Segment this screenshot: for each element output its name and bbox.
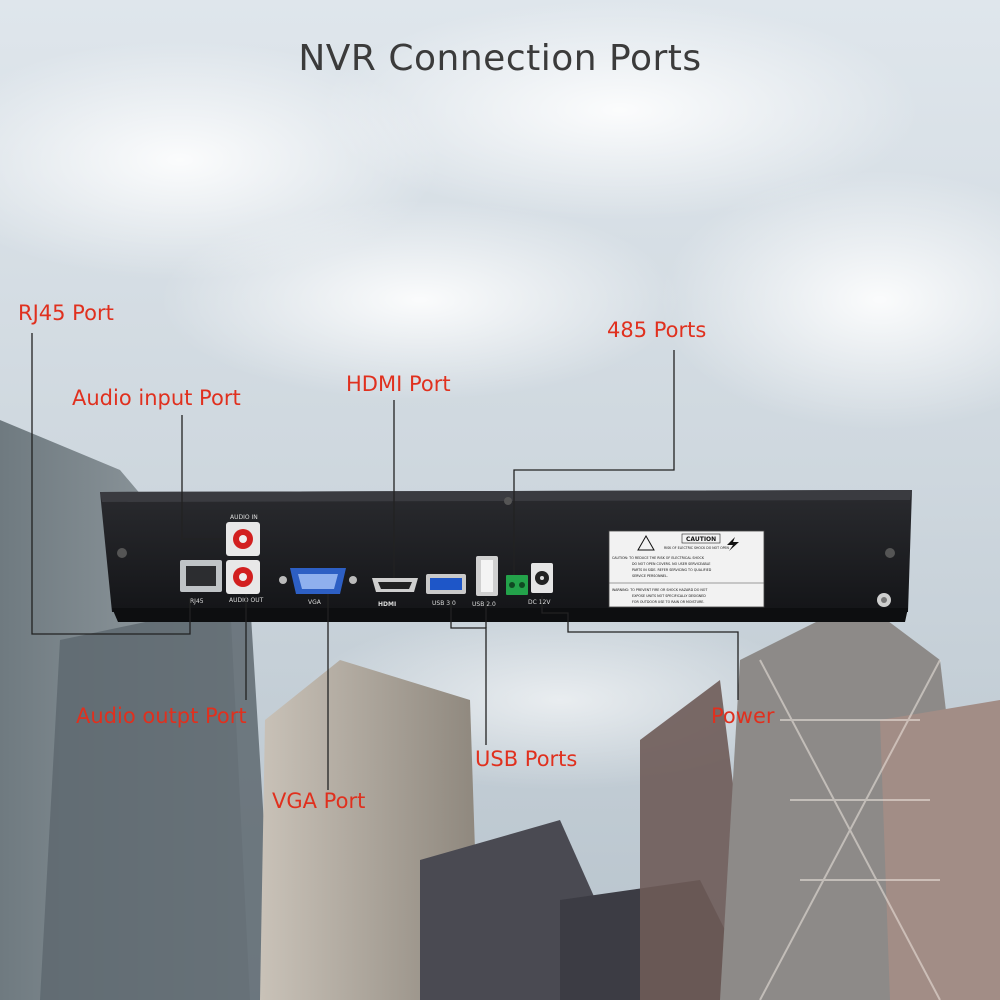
cloud bbox=[660, 170, 1000, 430]
caution-label bbox=[608, 530, 765, 608]
panel-label: RJ45 bbox=[190, 598, 204, 605]
building bbox=[880, 700, 1000, 1000]
svg-text:PARTS IN SIDE. REFER SERVICING: PARTS IN SIDE. REFER SERVICING TO QUALIF… bbox=[632, 568, 712, 572]
rs485-terminal bbox=[506, 575, 528, 595]
callout-audio-in: Audio input Port bbox=[72, 386, 241, 410]
panel-label: VGA bbox=[308, 599, 322, 606]
tower-lattice bbox=[759, 659, 941, 1000]
leader-power bbox=[541, 596, 739, 700]
screw-icon bbox=[885, 548, 895, 558]
callout-audio-out: Audio outpt Port bbox=[76, 704, 247, 728]
leader-485 bbox=[513, 350, 675, 575]
warning-triangle-icon bbox=[637, 534, 655, 551]
panel-label: AUDIO IN bbox=[230, 514, 258, 521]
caution-sub: RISK OF ELECTRIC SHOCK DO NOT OPEN bbox=[664, 546, 730, 550]
leader-usb bbox=[450, 600, 487, 745]
svg-text:DO NOT OPEN COVERS. NO USER SE: DO NOT OPEN COVERS. NO USER SERVICEABLE bbox=[632, 562, 711, 566]
lightning-icon bbox=[727, 537, 739, 551]
svg-text:FOR OUTDOOR USE TO RAIN OR MOI: FOR OUTDOOR USE TO RAIN OR MOISTURE. bbox=[632, 600, 704, 604]
nvr-bottom-edge bbox=[112, 608, 908, 622]
callout-rj45: RJ45 Port bbox=[18, 301, 114, 325]
cloud bbox=[320, 0, 920, 220]
page-title: NVR Connection Ports bbox=[298, 38, 702, 79]
svg-text:EXPOSE UNITS NOT SPECIFICALLY: EXPOSE UNITS NOT SPECIFICALLY DESIGNED bbox=[632, 594, 706, 598]
panel-label: USB 2.0 bbox=[472, 601, 496, 608]
leader-audio-in bbox=[181, 415, 226, 540]
callout-vga: VGA Port bbox=[272, 789, 366, 813]
caution-heading: CAUTION bbox=[686, 536, 716, 543]
screw-icon bbox=[117, 548, 127, 558]
nvr-edge bbox=[100, 490, 912, 502]
leader-rj45 bbox=[31, 333, 191, 635]
callout-485: 485 Ports bbox=[607, 318, 707, 342]
panel-label: DC 12V bbox=[528, 599, 551, 606]
panel-label: USB 3.0 bbox=[432, 600, 456, 607]
cloud bbox=[160, 200, 680, 400]
svg-text:WARNING: TO PREVENT FIRE OR SH: WARNING: TO PREVENT FIRE OR SHOCK HAZARD… bbox=[612, 588, 708, 592]
callout-hdmi: HDMI Port bbox=[346, 372, 451, 396]
callout-usb: USB Ports bbox=[475, 747, 578, 771]
screw-icon bbox=[504, 497, 512, 505]
svg-text:SERVICE PERSONNEL.: SERVICE PERSONNEL. bbox=[632, 574, 668, 578]
svg-text:CAUTION: TO REDUCE THE RISK OF: CAUTION: TO REDUCE THE RISK OF ELECTRICA… bbox=[612, 556, 705, 560]
building bbox=[40, 600, 275, 1000]
callout-power: Power bbox=[711, 704, 775, 728]
panel-label: HDMI bbox=[378, 601, 396, 608]
